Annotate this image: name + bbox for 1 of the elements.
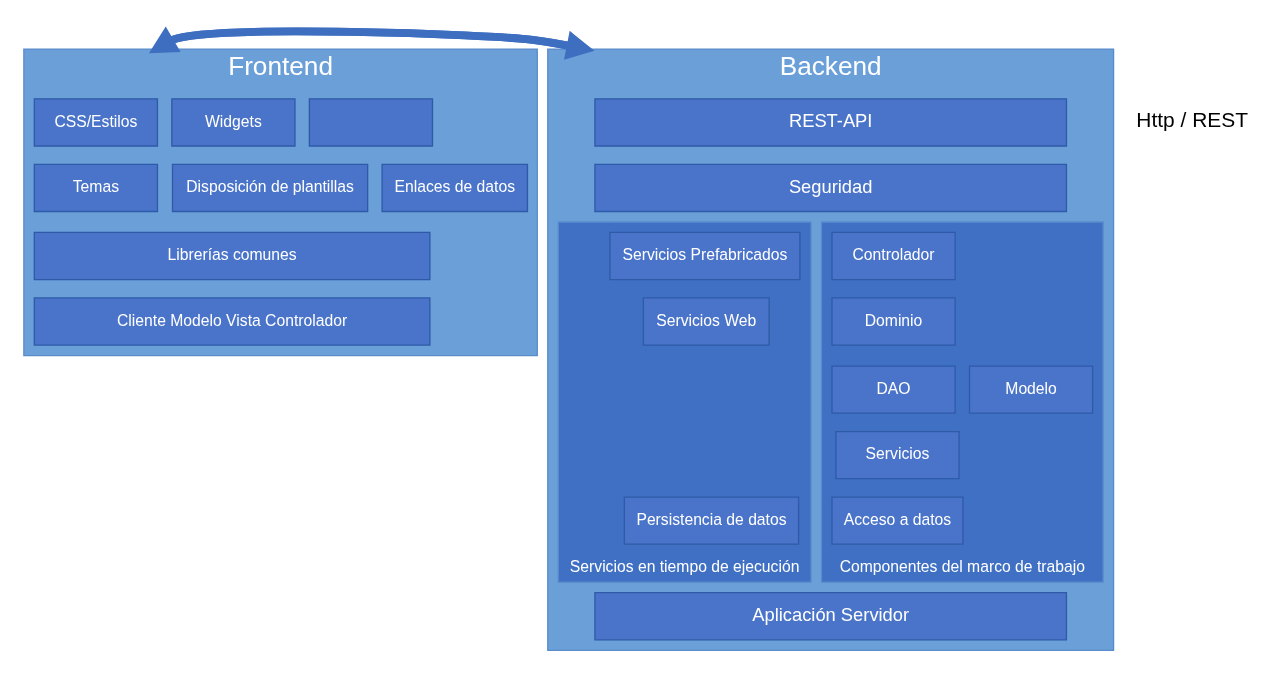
label: Http / REST [1136,107,1249,131]
